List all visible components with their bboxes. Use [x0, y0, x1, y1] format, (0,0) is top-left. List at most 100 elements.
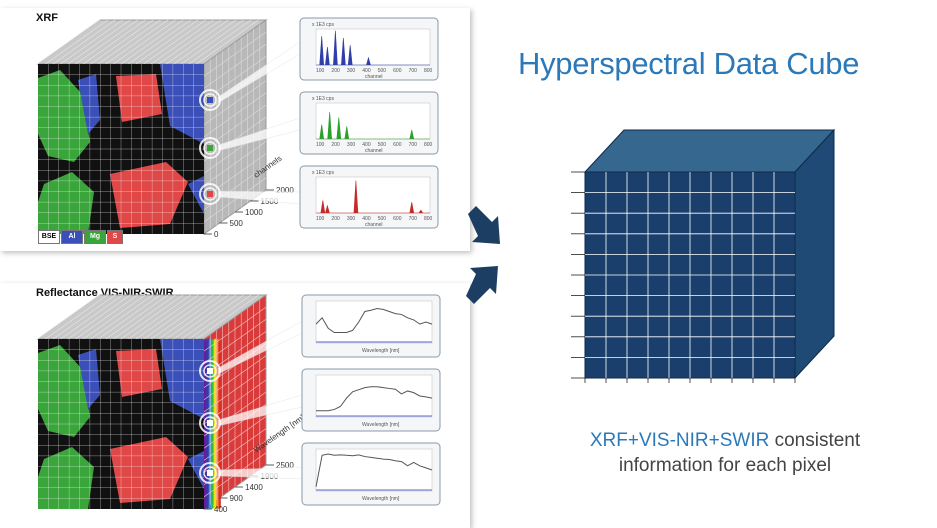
x-axis-label: channel [365, 222, 383, 228]
mineral-region-al [78, 74, 100, 134]
cube-top-stripe [45, 294, 108, 340]
x-tick-label: 800 [424, 68, 433, 74]
legend-mg: Mg [84, 230, 106, 244]
cube-top-stripe [45, 19, 108, 65]
cube-top-stripe [90, 294, 153, 340]
depth-tick-label: 900 [230, 494, 244, 503]
cube-top-stripe [135, 294, 199, 340]
cube-top-stripe [151, 19, 214, 65]
pixel-marker [207, 420, 213, 426]
arrow-down-right-icon [468, 206, 500, 244]
plot-header: x 1E3 cps [312, 170, 334, 176]
caption-line-2: information for each pixel [618, 455, 832, 476]
x-tick-label: 700 [409, 142, 418, 148]
x-tick-label: 300 [347, 142, 356, 148]
cube-top-stripe [37, 294, 101, 340]
cube-top-face [583, 129, 836, 173]
cube-top-stripe [158, 19, 221, 65]
mineral-region-s [110, 437, 188, 503]
depth-tick-label: 2500 [276, 461, 294, 470]
mineral-region-mg [38, 70, 90, 162]
cube-top-stripe [196, 294, 259, 340]
cube-top-stripe [37, 19, 101, 65]
pixel-marker [207, 470, 213, 476]
x-axis-label: channel [365, 74, 383, 80]
cube-top-stripe [181, 294, 244, 340]
reflectance-curve [316, 386, 433, 412]
plot-area [315, 448, 433, 492]
arrow-shape [468, 206, 500, 244]
cube-top-stripe [113, 19, 176, 65]
mineral-region-al [188, 451, 204, 489]
plot-area [315, 300, 433, 344]
depth-tick-label: 400 [214, 505, 228, 514]
cube-top-stripe [98, 19, 161, 65]
x-tick-label: 300 [347, 68, 356, 74]
cube-top-stripe [75, 19, 138, 65]
cube-top-stripe [143, 294, 206, 340]
cube-top-stripe [166, 294, 229, 340]
depth-tick-label: 1000 [245, 208, 263, 217]
pixel-ring [203, 187, 217, 201]
arrow-shape [466, 266, 498, 304]
x-tick-label: 700 [409, 216, 418, 222]
spectrum-peaks [316, 111, 430, 140]
cube-top-stripe [52, 19, 116, 65]
cube-top-stripe [105, 19, 169, 65]
cube-top-stripe [188, 294, 252, 340]
cube-top-stripe [90, 19, 153, 65]
cube-top-stripe [135, 19, 199, 65]
x-tick-label: 800 [424, 142, 433, 148]
cube-top-stripe [60, 294, 123, 340]
mineral-region-mg [38, 172, 94, 234]
plot-header: x 1E3 cps [312, 96, 334, 102]
pixel-ring [203, 416, 217, 430]
cube-side-face [794, 128, 835, 380]
arrow-up-right-icon [466, 266, 498, 304]
cube-top-stripe [83, 19, 146, 65]
x-tick-label: 100 [316, 216, 325, 222]
mineral-region-mg [38, 447, 94, 509]
cube-top-stripe [68, 294, 131, 340]
xrf-cube-figure: 2000150010005000channelsx 1E3 cps1002003… [36, 17, 439, 239]
spectrum-peaks [316, 180, 430, 214]
caption-highlight: XRF+VIS-NIR+SWIR [589, 430, 770, 451]
mineral-region-s [110, 162, 188, 228]
cube-top-stripe [105, 294, 169, 340]
pixel-ring [203, 466, 217, 480]
legend-al: Al [61, 230, 83, 244]
mineral-region-s [116, 349, 162, 397]
x-tick-label: 400 [362, 216, 371, 222]
depth-tick-label: 0 [214, 230, 219, 239]
xrf-panel: XRF 2000150010005000channelsx 1E3 cps100… [0, 8, 470, 251]
x-axis-label: channel [365, 148, 383, 154]
cube-top-stripe [128, 294, 191, 340]
mineral-region-s [116, 74, 162, 122]
x-tick-label: 300 [347, 216, 356, 222]
x-tick-label: 500 [378, 68, 387, 74]
x-tick-label: 200 [331, 142, 340, 148]
cube-top-stripe [151, 294, 214, 340]
pixel-ring [203, 364, 217, 378]
x-tick-label: 400 [362, 142, 371, 148]
plot-area [315, 102, 431, 140]
reflectance-spectrum-plot: Wavelength [nm] [301, 368, 441, 432]
cube-top-stripe [166, 19, 229, 65]
cube-front-grid [585, 172, 795, 378]
cube-top-stripe [52, 294, 116, 340]
cube-top-stripe [120, 19, 184, 65]
legend-bse: BSE [38, 230, 60, 244]
depth-tick-label: 2000 [276, 186, 294, 195]
x-tick-label: 100 [316, 68, 325, 74]
x-tick-label: 700 [409, 68, 418, 74]
cube-top-stripe [75, 294, 138, 340]
cube-top-stripe [196, 19, 259, 65]
x-tick-label: 200 [331, 68, 340, 74]
legend-s: S [107, 230, 123, 244]
caption-rest: consistent [769, 430, 861, 451]
reflectance-curve [315, 308, 433, 333]
x-tick-label: 800 [424, 216, 433, 222]
page-title: Hyperspectral Data Cube [518, 46, 860, 81]
